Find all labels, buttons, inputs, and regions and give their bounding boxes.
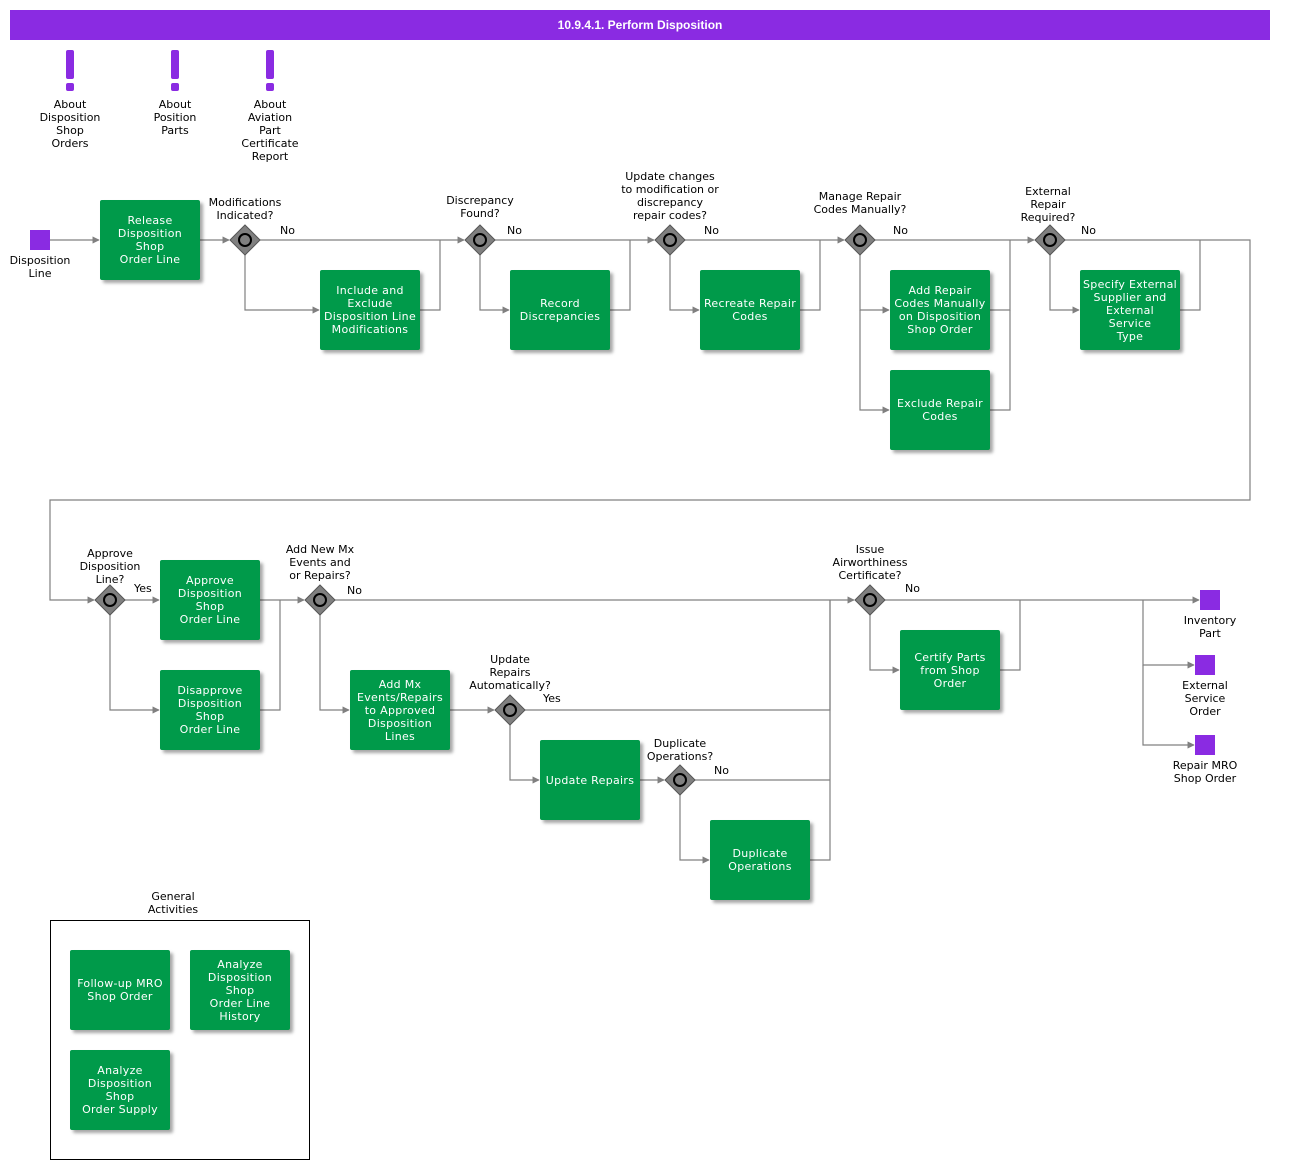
gateway-label-airworthiness: Issue Airworthiness Certificate? (832, 543, 908, 582)
connectors (49, 236, 1251, 864)
task-duplicate-operations[interactable]: Duplicate Operations (710, 820, 810, 900)
flow-add-repair-out (990, 240, 1011, 311)
flow-label-no: No (714, 764, 729, 777)
task-specify-external-supplier[interactable]: Specify External Supplier and External S… (1080, 270, 1180, 350)
gateway-add-new-mx[interactable] (304, 584, 336, 616)
gateway-modifications[interactable] (229, 224, 261, 256)
gateway-duplicate-ops[interactable] (664, 764, 696, 796)
flow-duplicate-out (810, 600, 831, 861)
flow-update-auto-no (509, 725, 540, 784)
task-update-repairs[interactable]: Update Repairs (540, 740, 640, 820)
flow-duplicate-yes (679, 795, 710, 864)
end-event-inventory-part[interactable] (1200, 590, 1220, 610)
gateway-label-external-repair: External Repair Required? (1020, 185, 1076, 224)
gateway-label-discrepancy: Discrepancy Found? (446, 194, 514, 220)
end-event-label-external-service-order: External Service Order (1182, 679, 1228, 718)
general-activities-title: General Activities (147, 890, 199, 916)
gateway-discrepancy[interactable] (464, 224, 496, 256)
start-event[interactable] (30, 230, 50, 250)
flow-update-auto-yes (525, 600, 831, 711)
flow-include-exclude-out (420, 240, 441, 311)
gateway-label-modifications: Modifications Indicated? (208, 196, 282, 222)
end-event-repair-mro-shop-order[interactable] (1195, 735, 1215, 755)
start-event-label: Disposition Line (9, 254, 71, 280)
flow-label-no: No (507, 224, 522, 237)
task-follow-up-mro-shop-order[interactable]: Follow-up MRO Shop Order (70, 950, 170, 1030)
gateway-label-add-new-mx: Add New Mx Events and or Repairs? (285, 543, 355, 582)
exclamation-icon (266, 50, 274, 91)
flow-label-no: No (347, 584, 362, 597)
task-add-mx-events-repairs[interactable]: Add Mx Events/Repairs to Approved Dispos… (350, 670, 450, 750)
flow-manage-repair-exclude (859, 310, 890, 414)
flow-to-repair-mro (1142, 665, 1195, 749)
flow-record-out (610, 240, 631, 311)
gateway-label-approve-line: Approve Disposition Line? (79, 547, 141, 586)
task-disapprove-disposition-shop-order-line[interactable]: Disapprove Disposition Shop Order Line (160, 670, 260, 750)
flow-airworthiness-yes (869, 615, 900, 674)
flow-label-no: No (893, 224, 908, 237)
flow-recreate-out (800, 240, 821, 311)
task-add-repair-codes-manually[interactable]: Add Repair Codes Manually on Disposition… (890, 270, 990, 350)
flow-disapprove-out (260, 600, 281, 711)
gateway-label-manage-repair: Manage Repair Codes Manually? (813, 190, 907, 216)
gateway-label-duplicate-ops: Duplicate Operations? (646, 737, 714, 763)
end-event-label-repair-mro: Repair MRO Shop Order (1172, 759, 1238, 785)
gateway-manage-repair[interactable] (844, 224, 876, 256)
flow-add-new-mx-yes (319, 615, 350, 714)
flow-discrepancy-yes (479, 255, 510, 314)
exclamation-icon (171, 50, 179, 91)
flow-specify-out (1180, 240, 1201, 311)
task-certify-parts[interactable]: Certify Parts from Shop Order (900, 630, 1000, 710)
gateway-update-auto[interactable] (494, 694, 526, 726)
end-event-external-service-order[interactable] (1195, 655, 1215, 675)
about-label: About Disposition Shop Orders (39, 98, 101, 150)
task-approve-disposition-shop-order-line[interactable]: Approve Disposition Shop Order Line (160, 560, 260, 640)
end-event-label-inventory-part: Inventory Part (1183, 614, 1237, 640)
task-record-discrepancies[interactable]: Record Discrepancies (510, 270, 610, 350)
gateway-approve-line[interactable] (94, 584, 126, 616)
flow-label-no: No (905, 582, 920, 595)
gateway-label-update-auto: Update Repairs Automatically? (469, 653, 551, 692)
flow-label-no: No (704, 224, 719, 237)
gateway-label-update-changes: Update changes to modification or discre… (621, 170, 719, 222)
about-label: About Position Parts (153, 98, 197, 137)
task-exclude-repair-codes[interactable]: Exclude Repair Codes (890, 370, 990, 450)
flow-label-no: No (1081, 224, 1096, 237)
gateway-update-changes[interactable] (654, 224, 686, 256)
about-position-parts[interactable]: About Position Parts (135, 48, 215, 137)
about-label: About Aviation Part Certificate Report (241, 98, 299, 163)
flow-label-yes: Yes (543, 692, 561, 705)
task-analyze-disposition-supply[interactable]: Analyze Disposition Shop Order Supply (70, 1050, 170, 1130)
gateways (94, 224, 1066, 796)
task-analyze-disposition-line-history[interactable]: Analyze Disposition Shop Order Line Hist… (190, 950, 290, 1030)
general-activities-box (50, 920, 310, 1160)
flow-manage-repair-add (859, 255, 890, 314)
page-title: 10.9.4.1. Perform Disposition (10, 10, 1270, 40)
flow-modifications-yes (244, 255, 320, 314)
gateway-airworthiness[interactable] (854, 584, 886, 616)
gateway-external-repair[interactable] (1034, 224, 1066, 256)
flow-external-repair-no (49, 239, 1251, 604)
flow-exclude-repair-out (990, 310, 1011, 411)
flow-update-changes-yes (669, 255, 700, 314)
about-aviation-part-certificate-report[interactable]: About Aviation Part Certificate Report (230, 48, 310, 163)
about-disposition-shop-orders[interactable]: About Disposition Shop Orders (30, 48, 110, 150)
exclamation-icon (66, 50, 74, 91)
flow-label-yes: Yes (134, 582, 152, 595)
flow-certify-out (1000, 600, 1021, 671)
flow-external-repair-yes (1049, 255, 1080, 314)
flow-label-no: No (280, 224, 295, 237)
flow-approve-no (109, 615, 160, 714)
task-include-exclude-modifications[interactable]: Include and Exclude Disposition Line Mod… (320, 270, 420, 350)
task-release-disposition-shop-order-line[interactable]: Release Disposition Shop Order Line (100, 200, 200, 280)
task-recreate-repair-codes[interactable]: Recreate Repair Codes (700, 270, 800, 350)
